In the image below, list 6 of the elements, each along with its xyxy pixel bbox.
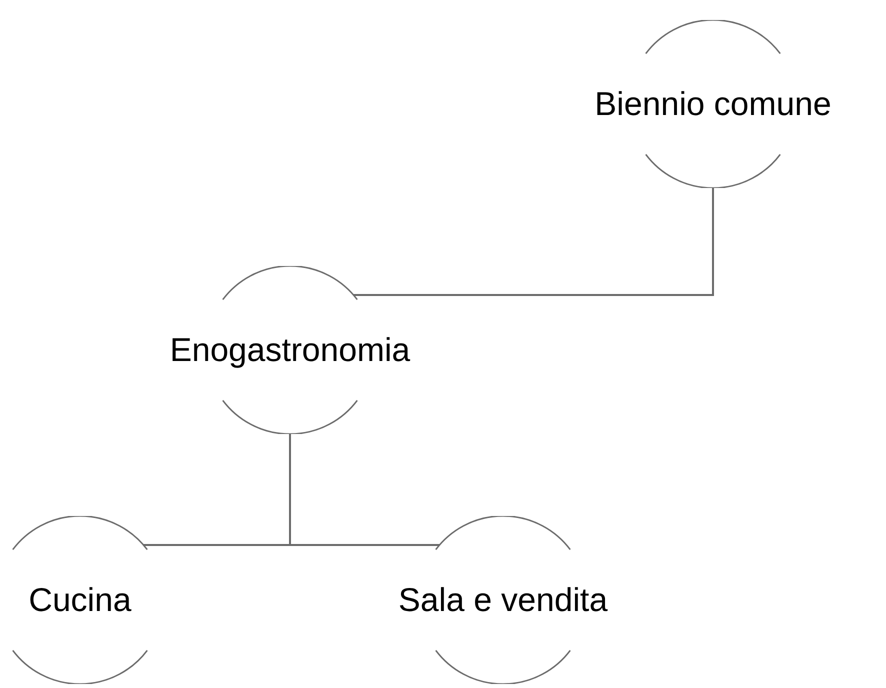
connector-line [354, 188, 714, 296]
node-label: Biennio comune [594, 84, 832, 124]
connector-line [289, 434, 440, 546]
node-label: Enogastronomia [170, 330, 410, 370]
node-label: Cucina [28, 580, 132, 620]
node-label: Sala e vendita [398, 580, 608, 620]
